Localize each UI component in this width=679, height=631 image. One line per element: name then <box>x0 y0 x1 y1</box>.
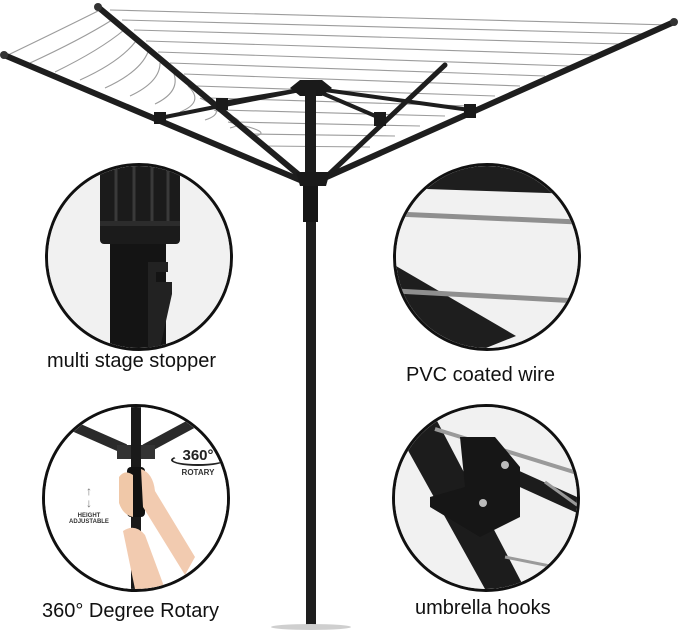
frame-arms <box>1 4 677 183</box>
lower-hub <box>296 172 330 186</box>
stopper-closeup-circle <box>45 163 233 351</box>
rotation-arrow-icon <box>171 454 225 466</box>
clothesline-wires <box>7 9 671 148</box>
rotation-label: ROTARY <box>181 468 215 477</box>
pole-sleeve <box>303 186 318 222</box>
arm-end-cap <box>670 18 678 26</box>
height-overlay: ↑↓ HEIGHT ADJUSTABLE <box>59 485 119 525</box>
wire-closeup-icon <box>396 166 578 348</box>
hook-closeup-icon <box>395 407 577 589</box>
height-label: HEIGHT <box>77 513 101 519</box>
upper-pole <box>305 90 316 190</box>
feature-caption: PVC coated wire <box>406 364 555 386</box>
arm-bracket <box>464 104 476 118</box>
hook-closeup-circle <box>392 404 580 592</box>
feature-caption: multi stage stopper <box>47 350 216 372</box>
top-hub <box>290 80 332 96</box>
stopper-closeup-icon <box>48 166 230 348</box>
up-down-arrow-icon: ↑↓ <box>86 484 92 510</box>
rotary-closeup-circle: 360° ROTARY ↑↓ HEIGHT ADJUSTABLE <box>42 404 230 592</box>
arm-end-cap <box>0 51 8 59</box>
wire-closeup-circle <box>393 163 581 351</box>
arm-bracket <box>216 98 228 110</box>
arm-bracket <box>374 112 386 126</box>
rotation-overlay: 360° ROTARY <box>163 447 227 477</box>
rotation-value: 360° <box>182 447 214 464</box>
main-pole <box>306 222 316 626</box>
ground-shadow <box>271 624 351 630</box>
hand-rotating-pole-icon <box>45 407 227 589</box>
arm-bracket <box>154 112 166 124</box>
adjustable-label: ADJUSTABLE <box>69 519 109 525</box>
feature-caption: umbrella hooks <box>415 597 551 619</box>
feature-caption: 360° Degree Rotary <box>42 600 219 622</box>
arm-end-cap <box>94 3 102 11</box>
